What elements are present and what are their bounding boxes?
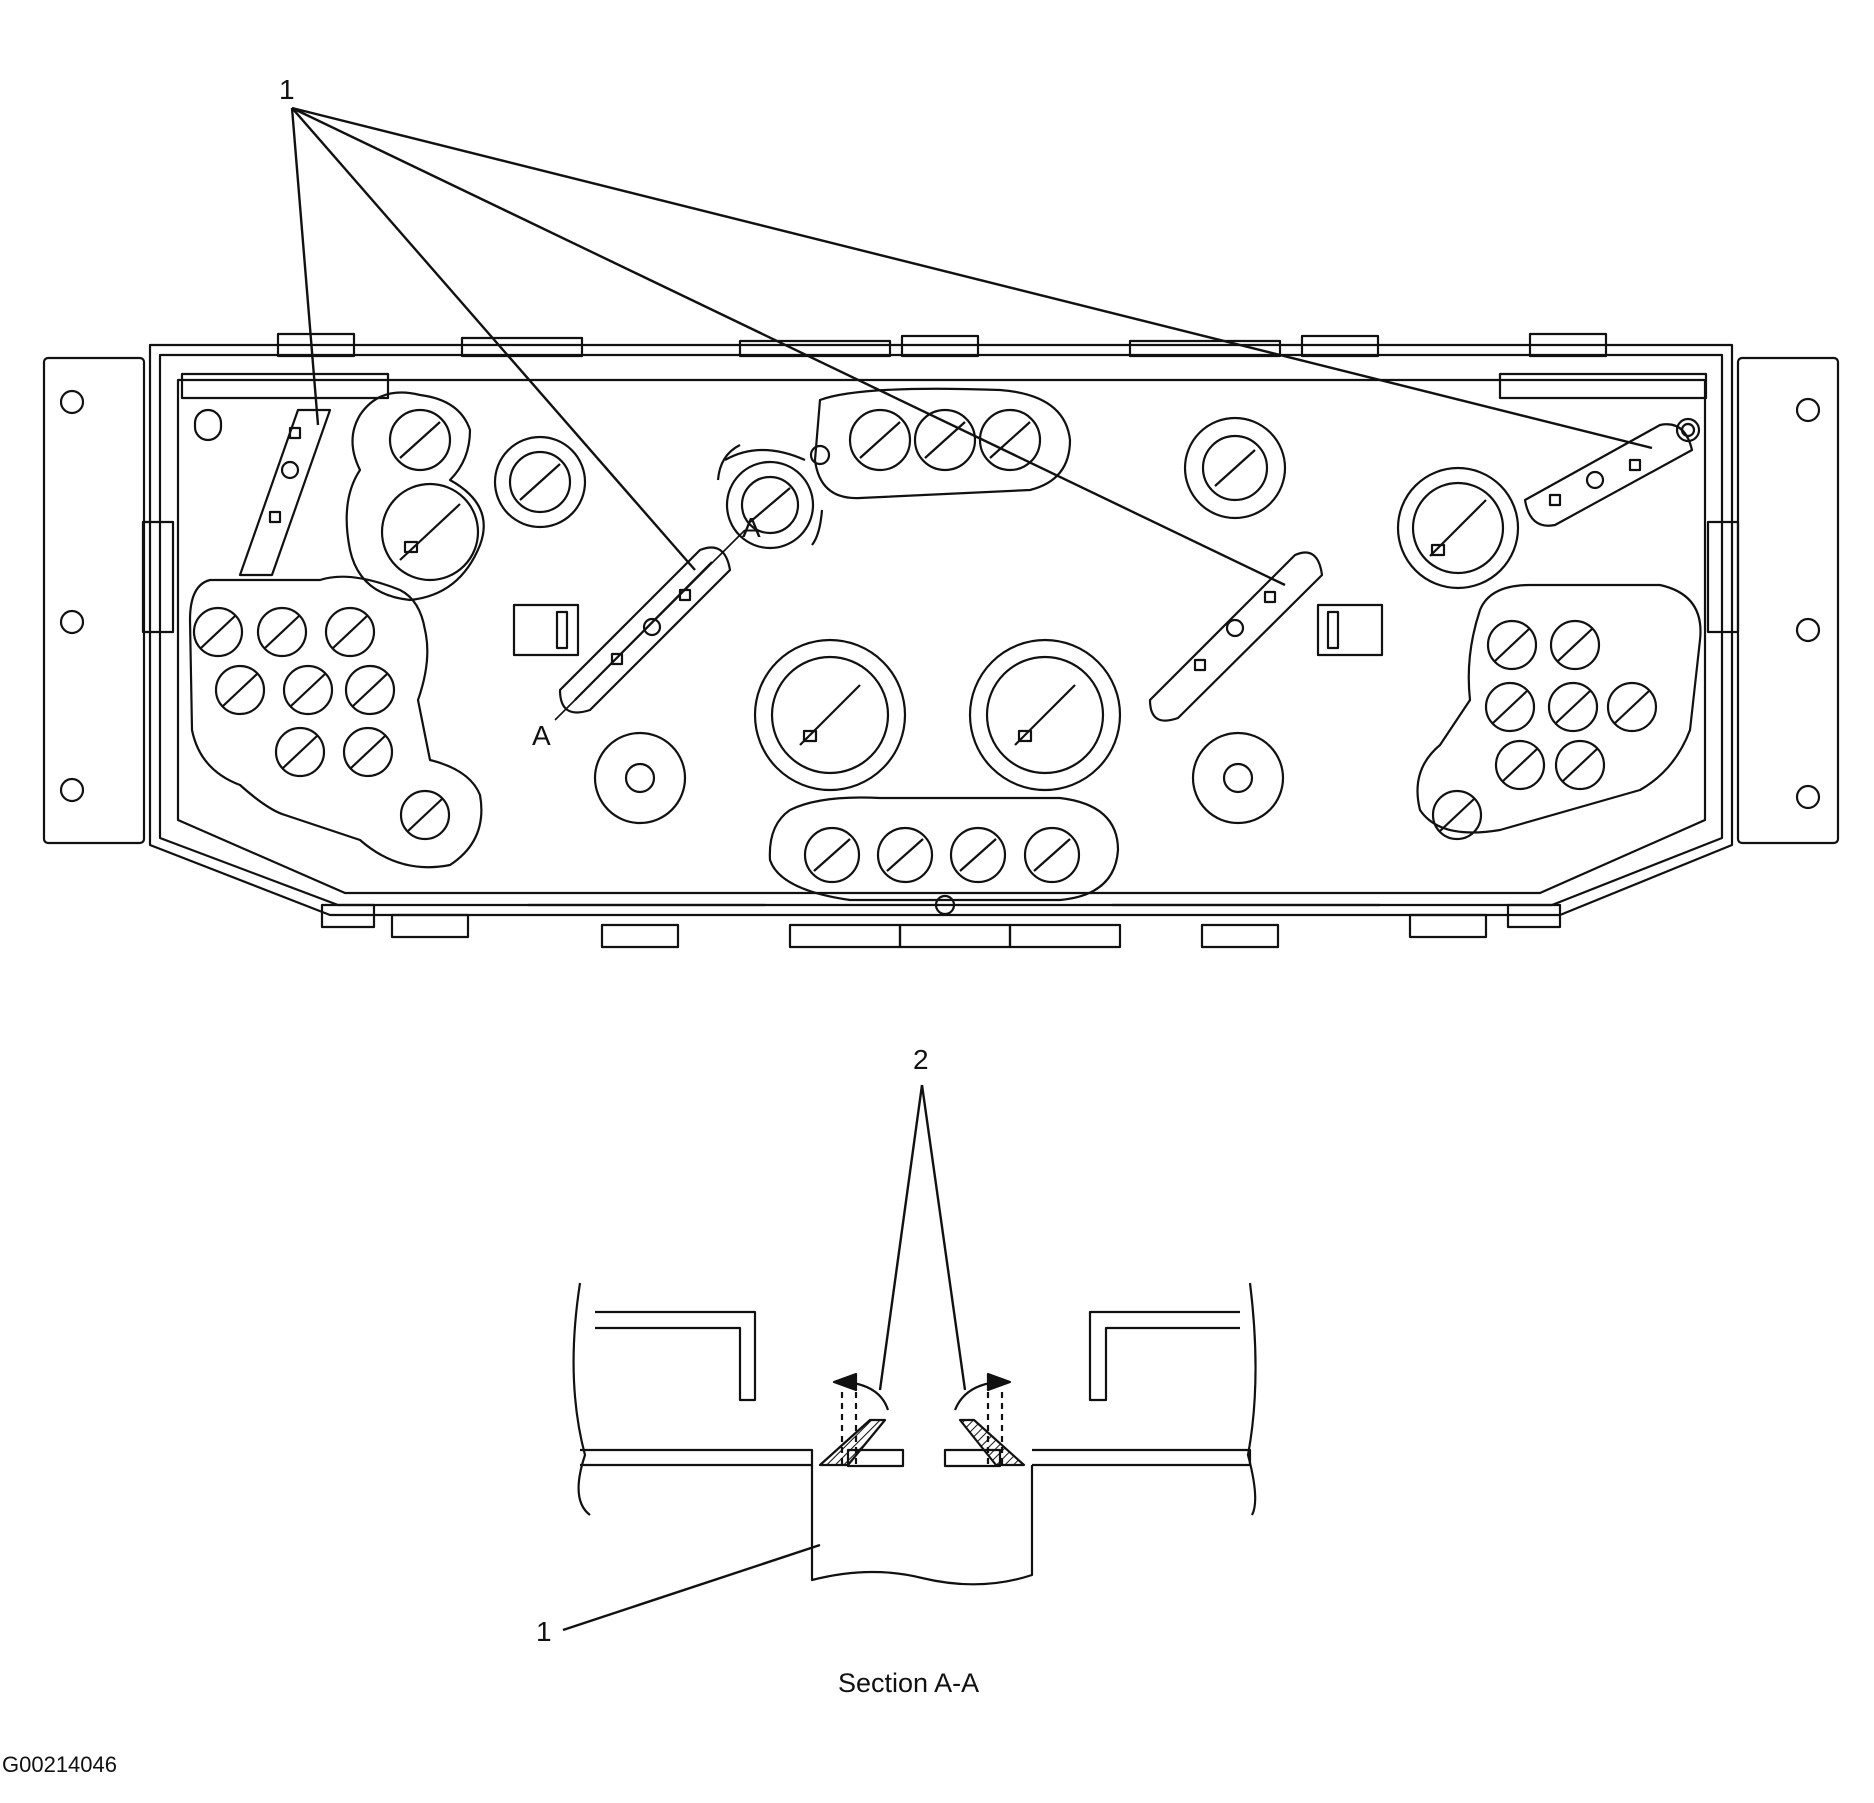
round-posts xyxy=(593,731,1285,825)
retaining-clip-left xyxy=(238,408,332,577)
figure-id: G00214046 xyxy=(2,1752,117,1777)
section-detail xyxy=(572,1282,1257,1586)
upper-left-sockets xyxy=(345,391,587,602)
section-caption: Section A-A xyxy=(838,1668,980,1698)
section-leaders xyxy=(562,1084,967,1632)
connectors xyxy=(512,603,1384,657)
section-cut-line xyxy=(554,529,746,721)
bottom-center-sockets xyxy=(768,796,1120,916)
callout-2: 2 xyxy=(913,1044,929,1075)
top-right-socket xyxy=(1183,416,1287,520)
section-marker-a-top: A xyxy=(742,512,761,543)
section-marker-a-bottom: A xyxy=(532,720,551,751)
cluster-housing xyxy=(141,332,1740,949)
center-gauge-sockets xyxy=(753,638,1122,792)
right-mounting-flange xyxy=(1736,356,1840,845)
left-mounting-flange xyxy=(42,356,146,845)
right-socket-cluster xyxy=(1416,583,1702,841)
left-socket-cluster xyxy=(188,575,483,869)
callout-1-section: 1 xyxy=(536,1616,552,1647)
cluster-rear-view xyxy=(42,332,1840,949)
retaining-clip-right xyxy=(1523,423,1694,527)
top-center-sockets xyxy=(716,387,1072,550)
retaining-clip-center-right xyxy=(1148,551,1324,722)
callout-1-top: 1 xyxy=(279,74,295,105)
circuit-board xyxy=(176,372,1708,895)
callout-1-leaders xyxy=(290,106,1653,587)
right-gauge-socket xyxy=(1396,466,1520,590)
